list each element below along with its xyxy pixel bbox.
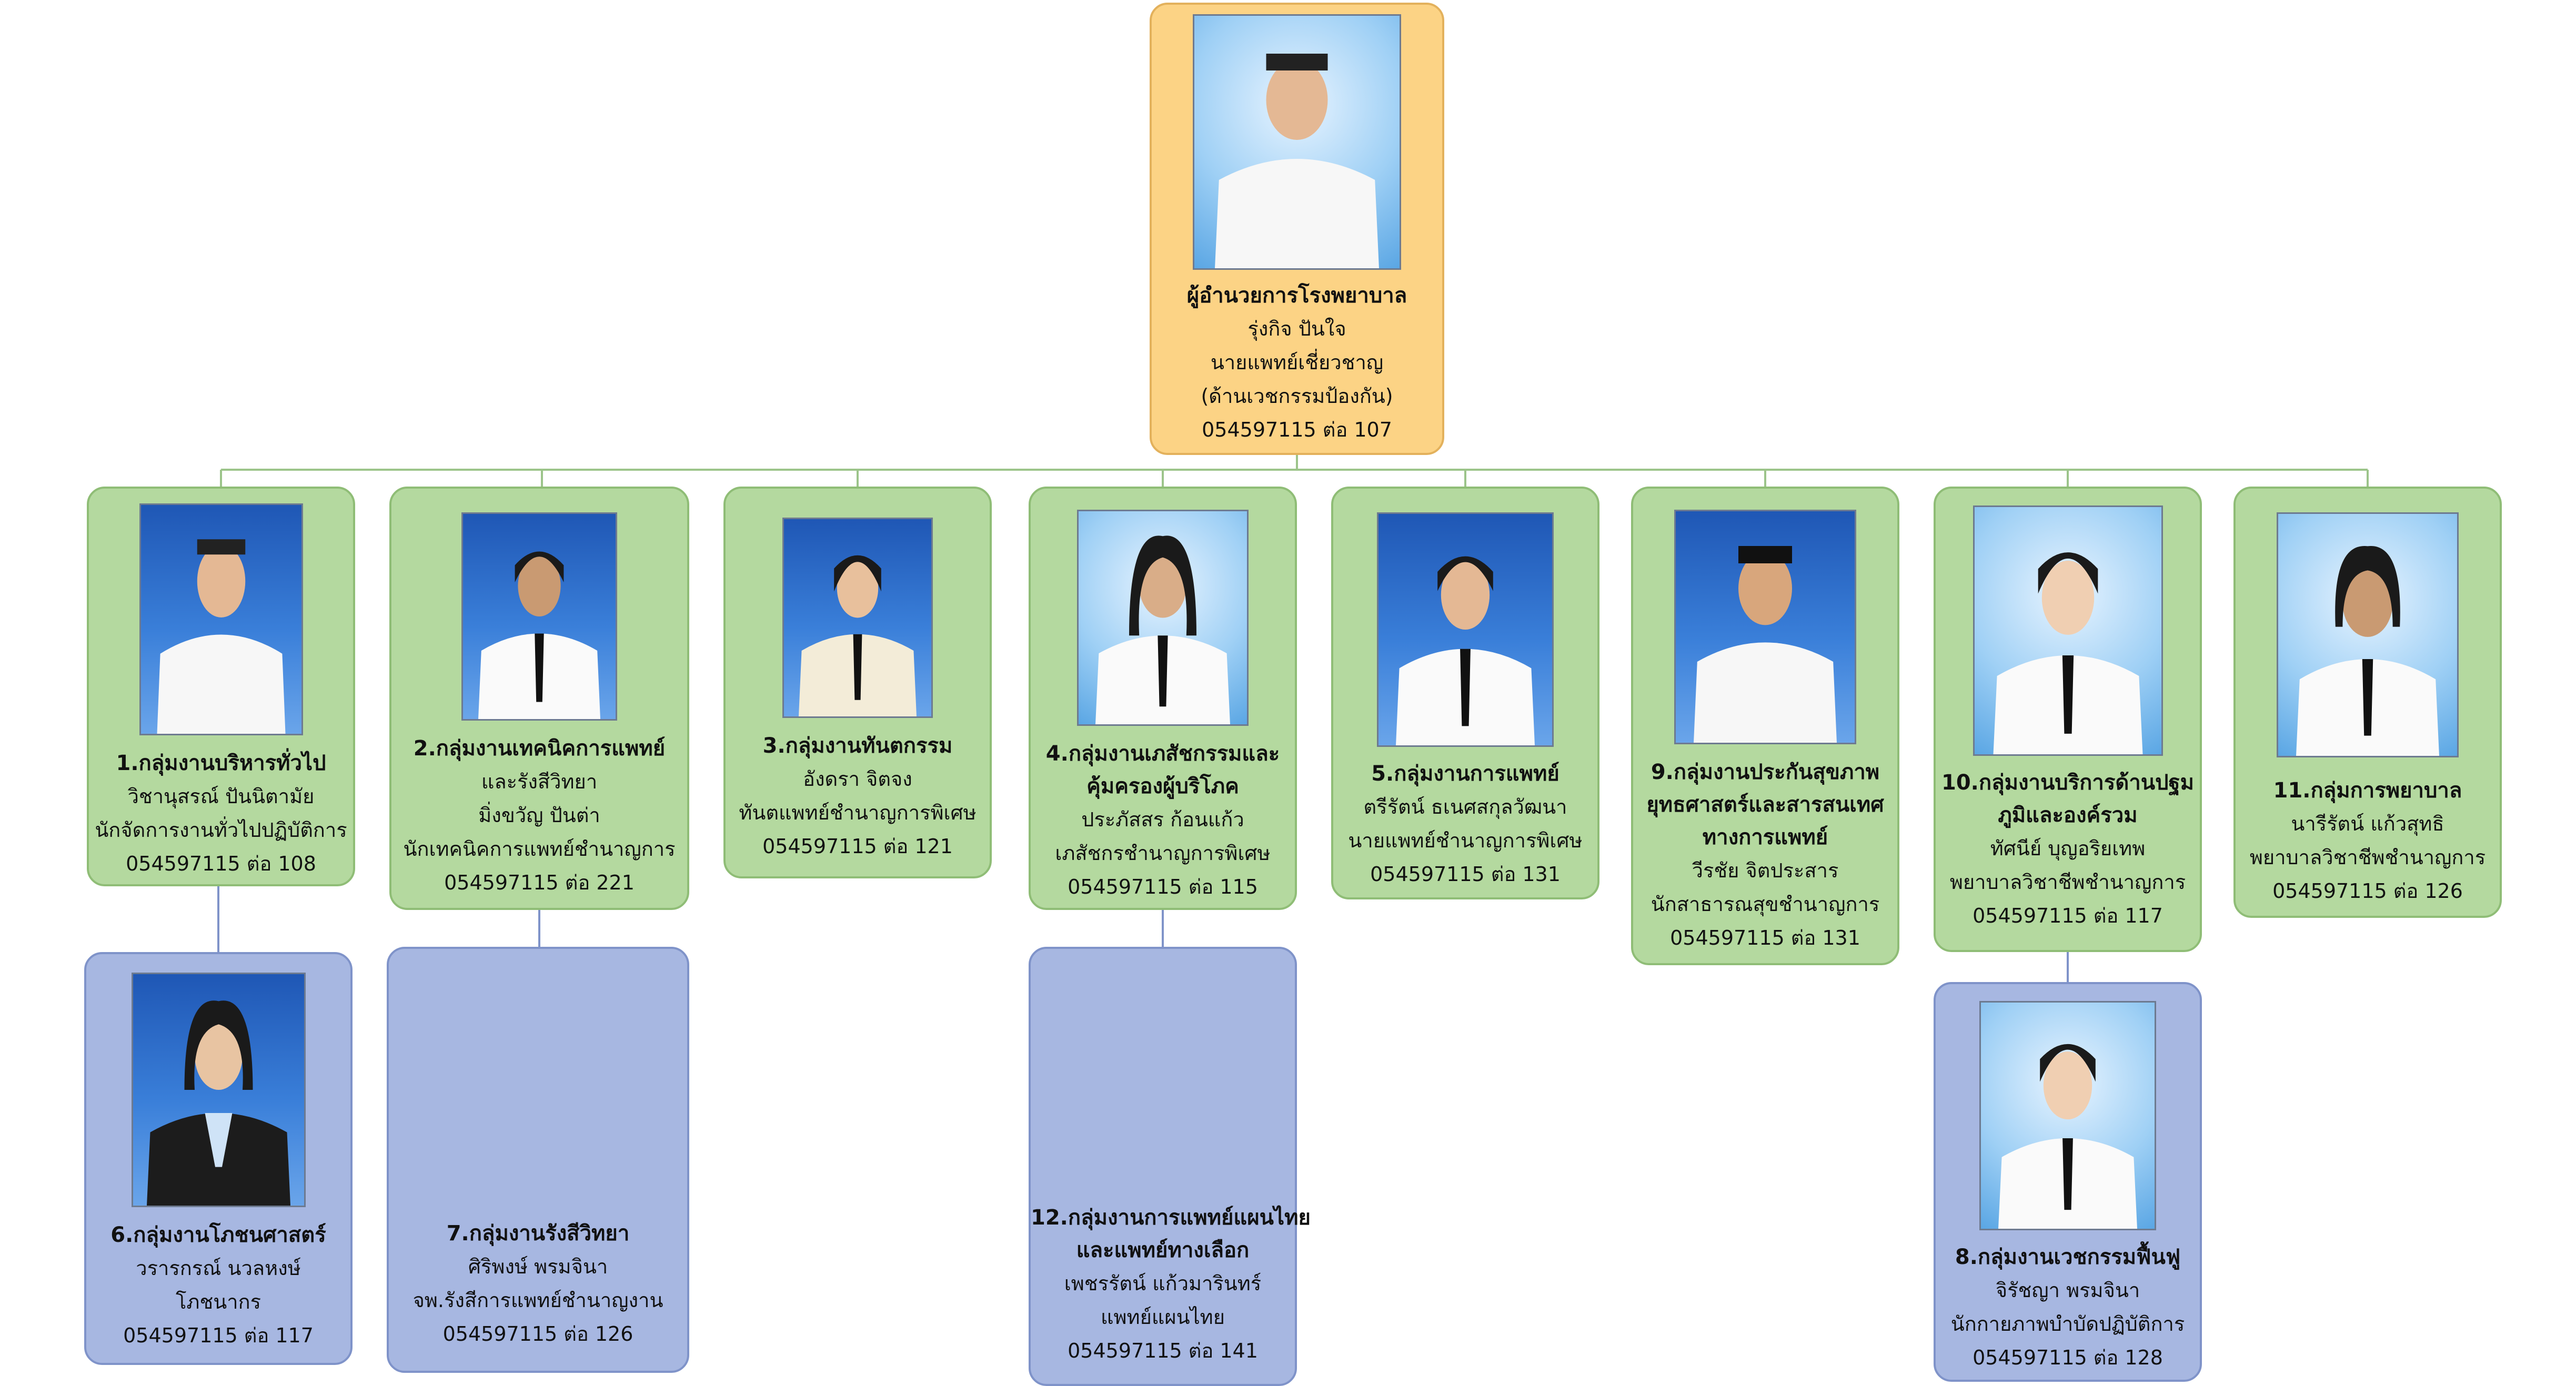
group-line: เภสัชกรชำนาญการพิเศษ <box>1055 842 1271 865</box>
group-line: พยาบาลวิชาชีพชำนาญการ <box>1949 871 2186 894</box>
subgroup-photo-6 <box>131 973 306 1207</box>
group-box-4[interactable]: 4.กลุ่มงานเภสัชกรรมและ คุ้มครองผู้บริโภค… <box>1029 487 1297 910</box>
group-box-1[interactable]: 1.กลุ่มงานบริหารทั่วไป วิชานุสรณ์ ปันนิต… <box>87 487 355 886</box>
subgroup-photo-8 <box>1979 1001 2156 1230</box>
subgroup-box-8[interactable]: 8.กลุ่มงานเวชกรรมฟื้นฟู จิรัชญา พรมจินา … <box>1934 982 2202 1382</box>
group-title-2: 2.กลุ่มงานเทคนิคการแพทย์ <box>413 736 666 761</box>
group-title-1: 1.กลุ่มงานบริหารทั่วไป <box>116 751 326 775</box>
subgroup-title-8: 8.กลุ่มงานเวชกรรมฟื้นฟู <box>1955 1245 2181 1269</box>
group-phone: 054597115 ต่อ 221 <box>444 871 635 894</box>
subgroup-line: ศิริพงษ์ พรมจินา <box>468 1255 608 1278</box>
subgroup-title-12-line2: และแพทย์ทางเลือก <box>1076 1238 1250 1262</box>
director-title: ผู้อำนวยการโรงพยาบาล <box>1186 284 1407 308</box>
group-phone: 054597115 ต่อ 117 <box>1973 904 2163 927</box>
subgroup-line: โภชนากร <box>176 1290 261 1313</box>
group-phone: 054597115 ต่อ 131 <box>1670 926 1860 949</box>
group-line: และรังสีวิทยา <box>481 770 598 793</box>
subgroup-line: เพชรรัตน์ แก้วมารินทร์ <box>1064 1272 1262 1295</box>
subgroup-title-12: 12.กลุ่มงานการแพทย์แผนไทย <box>1031 1206 1311 1230</box>
director-position: นายแพทย์เชี่ยวชาญ <box>1210 351 1384 374</box>
group-line: นักเทคนิคการแพทย์ชำนาญการ <box>403 837 676 861</box>
group-photo-11 <box>2277 512 2459 757</box>
director-phone: 054597115 ต่อ 107 <box>1202 418 1392 441</box>
group-phone: 054597115 ต่อ 126 <box>2272 879 2463 903</box>
group-phone: 054597115 ต่อ 131 <box>1370 863 1561 886</box>
group-line: นักจัดการงานทั่วไปปฏิบัติการ <box>95 818 347 842</box>
subgroup-line: แพทย์แผนไทย <box>1100 1306 1225 1329</box>
group-title-9-line3: ทางการแพทย์ <box>1702 825 1828 849</box>
group-box-2[interactable]: 2.กลุ่มงานเทคนิคการแพทย์ และรังสีวิทยา ม… <box>389 487 689 910</box>
group-line: วีรชัย จิตประสาร <box>1692 859 1839 882</box>
group-box-10[interactable]: 10.กลุ่มงานบริการด้านปฐม ภูมิและองค์รวม … <box>1934 487 2202 952</box>
group-line: พยาบาลวิชาชีพชำนาญการ <box>2249 846 2486 869</box>
group-line: ทันตแพทย์ชำนาญการพิเศษ <box>739 801 977 824</box>
group-photo-10 <box>1973 505 2163 756</box>
group-title-11: 11.กลุ่มการพยาบาล <box>2273 778 2462 803</box>
group-title-10-line2: ภูมิและองค์รวม <box>1998 803 2138 827</box>
subgroup-title-6: 6.กลุ่มงานโภชนศาสตร์ <box>110 1223 326 1247</box>
subgroup-phone: 054597115 ต่อ 128 <box>1973 1346 2163 1369</box>
subgroup-line: นักกายภาพบำบัดปฏิบัติการ <box>1950 1312 2185 1336</box>
subgroup-phone: 054597115 ต่อ 117 <box>123 1324 314 1347</box>
director-name: รุ่งกิจ ปันใจ <box>1247 317 1346 340</box>
group-line: นายแพทย์ชำนาญการพิเศษ <box>1348 829 1583 852</box>
group-box-3[interactable]: 3.กลุ่มงานทันตกรรม อังดรา จิตจง ทันตแพทย… <box>723 487 992 878</box>
group-photo-2 <box>461 512 617 721</box>
group-line: วิชานุสรณ์ ปันนิตามัย <box>127 785 315 808</box>
subgroup-line: จพ.รังสีการแพทย์ชำนาญงาน <box>412 1289 663 1312</box>
group-photo-4 <box>1077 510 1249 726</box>
subgroup-phone: 054597115 ต่อ 126 <box>442 1322 633 1345</box>
subgroup-box-12[interactable]: 12.กลุ่มงานการแพทย์แผนไทย และแพทย์ทางเลื… <box>1029 947 1311 1386</box>
group-photo-5 <box>1377 512 1554 747</box>
subgroup-title-7: 7.กลุ่มงานรังสีวิทยา <box>446 1221 630 1246</box>
group-photo-9 <box>1674 510 1856 744</box>
subgroup-box-6[interactable]: 6.กลุ่มงานโภชนศาสตร์ วรารกรณ์ นวลหงษ์ โภ… <box>84 952 353 1365</box>
group-line: อังดรา จิตจง <box>803 767 912 791</box>
group-box-11[interactable]: 11.กลุ่มการพยาบาล นารีรัตน์ แก้วสุทธิ พย… <box>2233 487 2502 918</box>
group-photo-1 <box>139 503 303 735</box>
director-photo <box>1193 14 1401 270</box>
group-photo-3 <box>782 518 933 718</box>
group-line: นักสาธารณสุขชำนาญการ <box>1651 893 1880 916</box>
group-title-4-line2: คุ้มครองผู้บริโภค <box>1086 774 1239 798</box>
group-phone: 054597115 ต่อ 121 <box>762 835 953 858</box>
group-line: ตรีรัตน์ ธเนศสกุลวัฒนา <box>1363 795 1567 818</box>
director-field: (ด้านเวชกรรมป้องกัน) <box>1201 385 1393 408</box>
subgroup-phone: 054597115 ต่อ 141 <box>1068 1339 1258 1362</box>
group-title-10: 10.กลุ่มงานบริการด้านปฐม <box>1941 771 2194 795</box>
group-title-3: 3.กลุ่มงานทันตกรรม <box>762 734 953 758</box>
group-box-5[interactable]: 5.กลุ่มงานการแพทย์ ตรีรัตน์ ธเนศสกุลวัฒน… <box>1331 487 1599 899</box>
director-box[interactable]: ผู้อำนวยการโรงพยาบาล รุ่งกิจ ปันใจ นายแพ… <box>1150 3 1444 455</box>
group-phone: 054597115 ต่อ 108 <box>126 852 316 875</box>
group-title-5: 5.กลุ่มงานการแพทย์ <box>1371 762 1559 786</box>
group-line: ประภัสสร ก้อนแก้ว <box>1081 808 1244 831</box>
group-line: มิ่งขวัญ ปันต่า <box>478 804 600 827</box>
subgroup-line: จิรัชญา พรมจินา <box>1995 1279 2140 1302</box>
group-title-9-line2: ยุทธศาสตร์และสารสนเทศ <box>1646 793 1884 817</box>
group-title-4: 4.กลุ่มงานเภสัชกรรมและ <box>1045 742 1280 766</box>
subgroup-box-7[interactable]: 7.กลุ่มงานรังสีวิทยา ศิริพงษ์ พรมจินา จพ… <box>387 947 689 1373</box>
group-title-9: 9.กลุ่มงานประกันสุขภาพ <box>1651 760 1880 784</box>
group-line: ทัศนีย์ บุญอริยเทพ <box>1990 837 2146 860</box>
subgroup-line: วรารกรณ์ นวลหงษ์ <box>136 1257 301 1280</box>
group-box-9[interactable]: 9.กลุ่มงานประกันสุขภาพ ยุทธศาสตร์และสารส… <box>1631 487 1899 965</box>
group-phone: 054597115 ต่อ 115 <box>1068 875 1258 898</box>
group-line: นารีรัตน์ แก้วสุทธิ <box>2291 812 2444 835</box>
